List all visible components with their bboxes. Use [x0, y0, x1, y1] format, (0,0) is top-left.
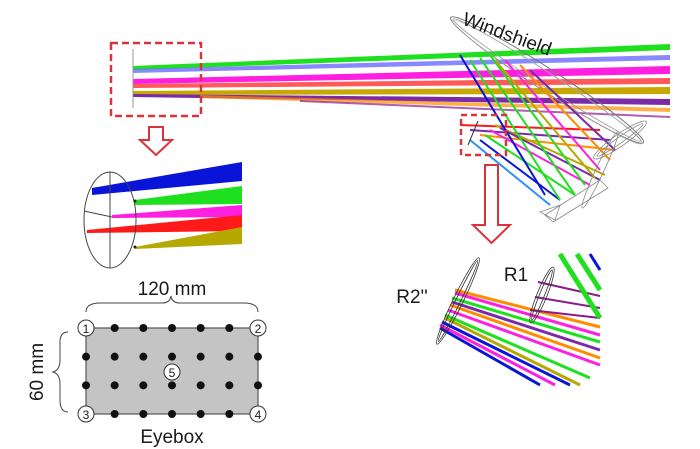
eyebox-sample-point [139, 352, 148, 361]
r1-label: R1 [504, 265, 528, 286]
corner-marker-3: 3 [77, 405, 95, 423]
eyebox-sample-point [196, 324, 205, 332]
height-brace [51, 331, 69, 413]
eyebox-sample-point [110, 410, 119, 418]
r2-label: R2'' [396, 287, 428, 308]
eyebox-sample-point [110, 352, 119, 361]
mirror-r2-detail [436, 257, 480, 345]
zoom-arrow-eyebox [137, 126, 175, 157]
eyebox-sample-point [225, 381, 234, 390]
eyebox-highlight-box [109, 41, 203, 118]
corner-label-4: 4 [255, 408, 262, 422]
grid-dots [82, 324, 262, 418]
eyebox-sample-point [110, 381, 119, 390]
detail-point [133, 199, 137, 203]
center-label-5: 5 [169, 366, 176, 380]
detail-ray-yellow [135, 227, 242, 249]
eyebox-grid: 120 mm 60 mm 1 2 3 4 5 Eyebox [27, 279, 267, 448]
detail-ray-magenta [112, 205, 242, 218]
corner-marker-1: 1 [77, 319, 95, 337]
eyebox-sample-point [110, 324, 119, 332]
detail-ray-red [87, 215, 242, 233]
eyebox-sample-point [225, 410, 234, 418]
eyebox-sample-point [168, 324, 176, 332]
eyebox-label: Eyebox [140, 427, 204, 448]
eyebox-sample-point [139, 381, 148, 390]
zoom-arrow-mirrors [470, 164, 513, 245]
mirror-r1-housing [539, 120, 647, 223]
detail-eye-line [83, 210, 113, 218]
ray-magenta-band [133, 66, 670, 84]
eyebox-sample-point [196, 410, 205, 418]
eyebox-sample-point [139, 410, 148, 418]
eyebox-sample-point [196, 352, 205, 361]
ray-green-band [133, 44, 670, 70]
eyebox-sample-point [168, 410, 176, 418]
eyebox-sample-point [254, 352, 262, 361]
eyebox-sample-point [82, 352, 90, 361]
height-label: 60 mm [27, 343, 48, 401]
ray-purple-band [133, 94, 670, 105]
ray-orange-band [200, 95, 670, 112]
mirrors-zoom-detail: R2'' R1 [396, 252, 603, 387]
folded-rays [459, 54, 616, 206]
ray-yellow-band [133, 87, 670, 95]
width-label: 120 mm [138, 279, 207, 300]
detail-ray-blue [92, 162, 242, 195]
eyebox-sample-point [139, 324, 148, 332]
eyebox-sample-point [225, 324, 234, 332]
detail-rays [439, 252, 603, 387]
eyebox-sample-point [225, 352, 234, 361]
center-marker-5: 5 [163, 363, 181, 381]
eyebox-sample-point [254, 381, 262, 390]
mirror-r1-detail [529, 266, 555, 324]
mirror-r2-thumbnail [467, 120, 479, 146]
eyebox-sample-point [82, 381, 90, 390]
width-brace [85, 295, 259, 313]
mirror-highlight-box [459, 113, 508, 157]
corner-marker-4: 4 [249, 405, 267, 423]
corner-label-2: 2 [255, 322, 262, 336]
eyebox-sample-point [168, 352, 176, 361]
corner-label-3: 3 [83, 408, 90, 422]
detail-point [133, 245, 137, 249]
corner-label-1: 1 [83, 322, 90, 336]
eyebox-zoom-detail [83, 162, 242, 269]
detail-ray-green [135, 186, 242, 205]
corner-marker-2: 2 [249, 319, 267, 337]
main-ray-bundle [133, 44, 670, 118]
eyebox-sample-point [168, 381, 176, 390]
eyebox-sample-point [196, 381, 205, 390]
